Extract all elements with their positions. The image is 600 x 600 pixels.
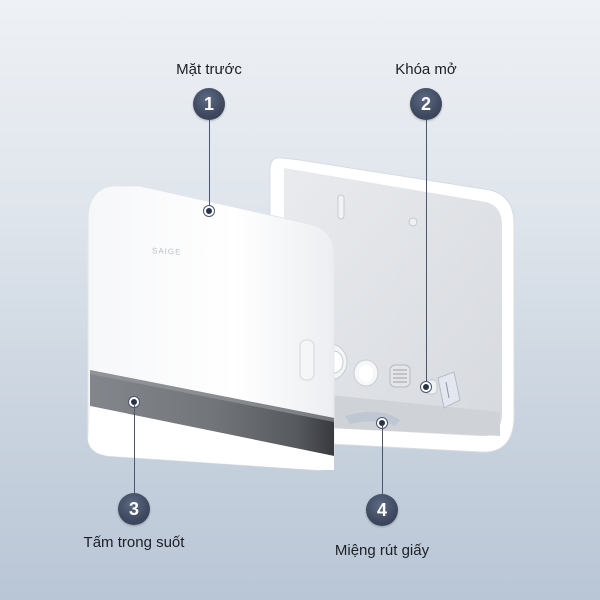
callout-badge-4: 4	[366, 494, 398, 526]
callout-anchor-dot-1	[203, 205, 215, 217]
callout-badge-1: 1	[193, 88, 225, 120]
callout-leader-line-3	[134, 404, 135, 494]
callout-leader-line-4	[382, 425, 383, 495]
callout-badge-2: 2	[410, 88, 442, 120]
callout-badge-3: 3	[118, 493, 150, 525]
callout-label-paper-outlet: Miệng rút giấy	[334, 542, 430, 559]
callout-label-lock: Khóa mở	[395, 61, 457, 78]
callout-leader-line-2	[426, 120, 427, 385]
callout-anchor-dot-2	[420, 381, 432, 393]
brand-logo: SAIGE	[152, 246, 182, 257]
front-cover	[87, 185, 335, 471]
callout-leader-line-1	[209, 120, 210, 210]
callout-label-front-face: Mặt trước	[176, 61, 242, 78]
callout-label-transparent-panel: Tấm trong suốt	[83, 534, 185, 551]
